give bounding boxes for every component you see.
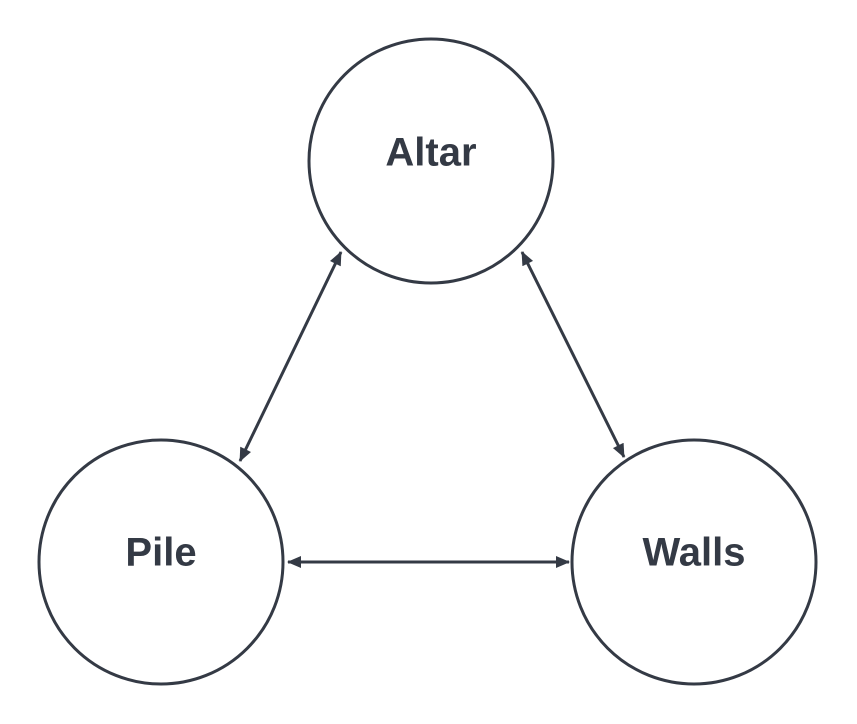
node-walls-label: Walls (643, 531, 746, 575)
edges-group (238, 251, 626, 568)
node-altar-circle (307, 37, 555, 285)
node-altar-label: Altar (385, 131, 476, 175)
edge-altar-pile-arrow[interactable] (238, 251, 343, 462)
node-pile[interactable]: Pile (37, 438, 285, 686)
node-walls[interactable]: Walls (570, 438, 818, 686)
node-pile-circle (37, 438, 285, 686)
node-pile-label: Pile (125, 531, 196, 575)
edge-altar-walls-arrow[interactable] (520, 251, 626, 458)
node-altar[interactable]: Altar (307, 37, 555, 285)
node-walls-circle (570, 438, 818, 686)
